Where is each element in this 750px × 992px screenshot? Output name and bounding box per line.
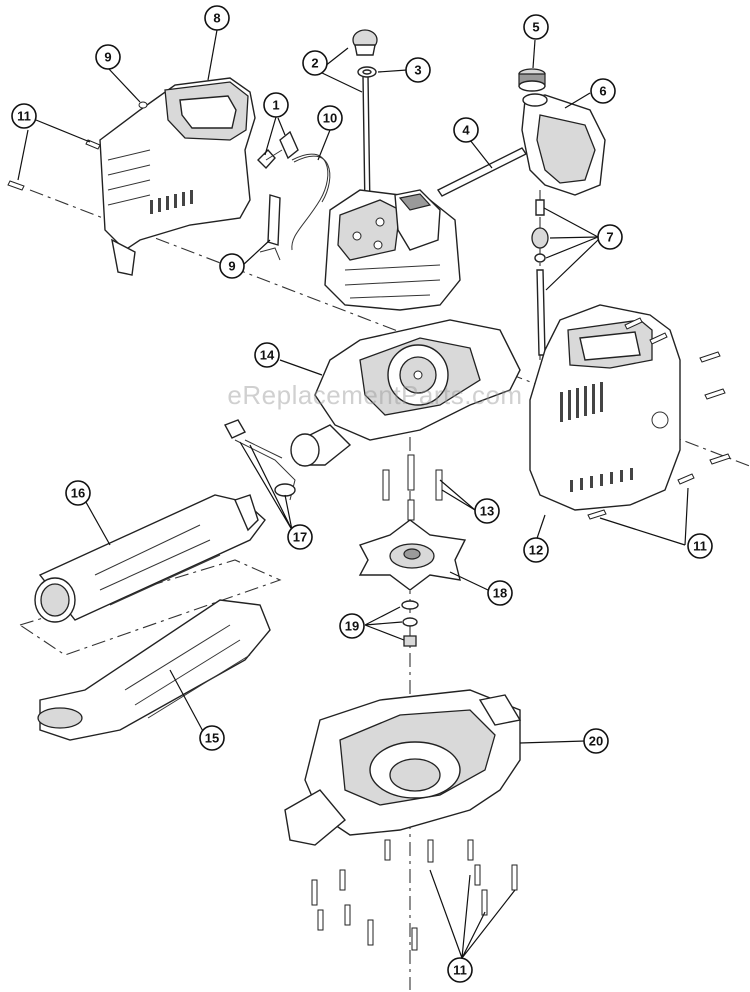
callout-label-9-bottom: 9 (228, 259, 235, 274)
callout-label-13: 13 (480, 504, 494, 519)
callout-19[interactable]: 19 (339, 613, 365, 639)
callout-12[interactable]: 12 (523, 537, 549, 563)
callout-14[interactable]: 14 (254, 342, 280, 368)
callout-label-6: 6 (599, 84, 606, 99)
nozzle-ribs (124, 624, 251, 719)
screws-part-11-right[interactable] (587, 317, 731, 520)
washer-part-3[interactable] (357, 66, 377, 78)
callout-7[interactable]: 7 (597, 224, 623, 250)
callout-label-20: 20 (589, 734, 603, 749)
callout-15[interactable]: 15 (199, 725, 225, 751)
fuel-line-assembly-part-7[interactable] (531, 199, 549, 356)
callout-label-11-right: 11 (693, 539, 707, 554)
watermark-text: eReplacementParts.com (227, 380, 523, 410)
callout-5[interactable]: 5 (523, 14, 549, 40)
right-housing-part[interactable] (529, 304, 681, 511)
callout-1[interactable]: 1 (263, 92, 289, 118)
throttle-trigger-part[interactable] (257, 130, 299, 170)
screw-part-9-top[interactable] (138, 101, 148, 109)
callout-16[interactable]: 16 (65, 480, 91, 506)
callout-label-11-top-left: 11 (17, 109, 31, 124)
callout-label-2: 2 (311, 56, 318, 71)
blower-tube-ribs (94, 524, 221, 606)
callout-label-14: 14 (260, 348, 275, 363)
callout-label-12: 12 (529, 543, 543, 558)
blower-housing-part-14[interactable] (290, 319, 521, 467)
throttle-cable-part[interactable] (291, 153, 331, 251)
impeller-part-18[interactable] (358, 519, 467, 591)
callout-label-16: 16 (71, 486, 85, 501)
callout-9-bottom[interactable]: 9 (219, 253, 245, 279)
lower-housing-part-20[interactable] (284, 689, 522, 846)
engine-block[interactable] (324, 189, 461, 311)
callout-20[interactable]: 20 (583, 728, 609, 754)
callout-11-right[interactable]: 11 (687, 533, 713, 559)
callout-13[interactable]: 13 (474, 498, 500, 524)
hose-clamps-part-17[interactable] (224, 419, 296, 501)
nozzle-part-15[interactable] (37, 599, 271, 741)
leader-lines (17, 29, 689, 959)
left-housing-part[interactable] (99, 77, 256, 276)
throttle-rod-part-9[interactable] (259, 194, 281, 261)
callout-label-5: 5 (532, 20, 539, 35)
callout-11-bottom[interactable]: 11 (447, 957, 473, 983)
bolts-part-13[interactable] (382, 454, 443, 521)
blower-tube-part-16[interactable] (34, 494, 266, 623)
callout-label-19: 19 (345, 619, 359, 634)
callout-18[interactable]: 18 (487, 580, 513, 606)
primer-bulb-part[interactable] (352, 29, 378, 211)
fuel-cap-part[interactable] (518, 68, 546, 92)
callout-label-1: 1 (272, 98, 279, 113)
callout-2[interactable]: 2 (302, 50, 328, 76)
right-housing-vents (560, 382, 633, 492)
screws-part-11-bottom[interactable] (311, 839, 518, 951)
callout-6[interactable]: 6 (590, 78, 616, 104)
callout-label-8: 8 (213, 11, 220, 26)
callout-label-7: 7 (606, 230, 613, 245)
callout-label-18: 18 (493, 586, 507, 601)
callout-4[interactable]: 4 (453, 117, 479, 143)
washers-nut-part-19[interactable] (401, 600, 419, 647)
screws-part-11-top-left[interactable] (7, 139, 101, 191)
callout-10[interactable]: 10 (317, 105, 343, 131)
callout-label-17: 17 (293, 530, 307, 545)
callout-label-4: 4 (462, 123, 470, 138)
callout-label-11-bottom: 11 (453, 963, 467, 978)
callout-8[interactable]: 8 (204, 5, 230, 31)
fuel-tank-part[interactable] (521, 93, 606, 196)
callout-9-top[interactable]: 9 (95, 44, 121, 70)
callout-17[interactable]: 17 (287, 524, 313, 550)
callout-label-9-top: 9 (104, 50, 111, 65)
left-housing-vents (107, 149, 193, 214)
callout-label-10: 10 (323, 111, 337, 126)
callout-3[interactable]: 3 (405, 57, 431, 83)
tie-rod-part-4[interactable] (436, 147, 528, 197)
callout-label-15: 15 (205, 731, 219, 746)
callout-11-top-left[interactable]: 11 (11, 103, 37, 129)
callout-label-3: 3 (414, 63, 421, 78)
